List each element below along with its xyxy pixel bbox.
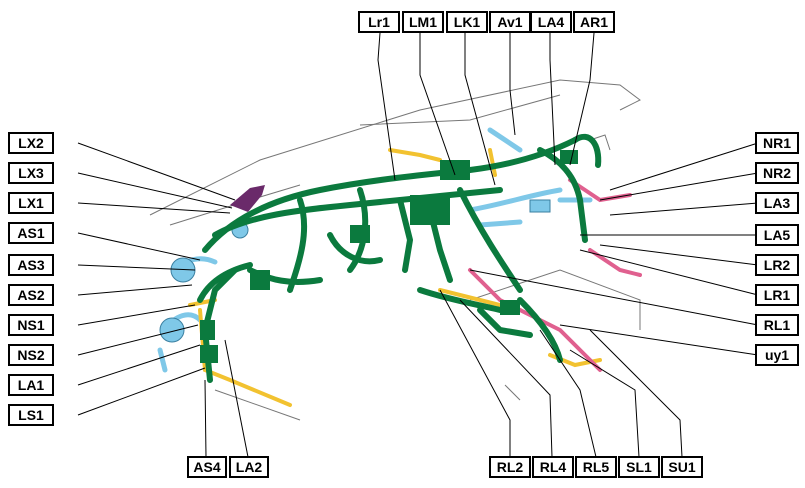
label-lx2[interactable]: LX2 (8, 132, 54, 154)
label-av1[interactable]: Av1 (489, 11, 531, 33)
label-lr1-top[interactable]: Lr1 (358, 11, 400, 33)
label-as3[interactable]: AS3 (8, 254, 54, 276)
label-rl1[interactable]: RL1 (755, 314, 799, 336)
label-la3[interactable]: LA3 (755, 192, 799, 214)
leader-lines (77, 32, 759, 458)
green-harness (197, 133, 602, 383)
label-as4[interactable]: AS4 (187, 456, 227, 478)
label-as1[interactable]: AS1 (8, 222, 54, 244)
label-la2[interactable]: LA2 (229, 456, 269, 478)
label-nr2[interactable]: NR2 (755, 162, 799, 184)
purple-connector (230, 185, 265, 212)
label-nr1[interactable]: NR1 (755, 132, 799, 154)
label-sl1[interactable]: SL1 (618, 456, 660, 478)
label-ns1[interactable]: NS1 (8, 314, 54, 336)
label-su1[interactable]: SU1 (661, 456, 703, 478)
label-lr2[interactable]: LR2 (755, 254, 799, 276)
blue-connectors (159, 199, 551, 343)
label-rl5[interactable]: RL5 (575, 456, 617, 478)
label-ar1[interactable]: AR1 (573, 11, 615, 33)
label-lx1[interactable]: LX1 (8, 192, 54, 214)
label-ls1[interactable]: LS1 (8, 404, 54, 426)
green-connectors (200, 150, 578, 363)
label-la4[interactable]: LA4 (530, 11, 572, 33)
blue-harness (157, 127, 593, 373)
label-lk1[interactable]: LK1 (446, 11, 488, 33)
label-lm1[interactable]: LM1 (402, 11, 444, 33)
label-lr1-right[interactable]: LR1 (755, 284, 799, 306)
label-ns2[interactable]: NS2 (8, 344, 54, 366)
label-rl2[interactable]: RL2 (489, 456, 531, 478)
label-uy1[interactable]: uy1 (755, 344, 799, 366)
label-lx3[interactable]: LX3 (8, 162, 54, 184)
label-as2[interactable]: AS2 (8, 284, 54, 306)
label-la1[interactable]: LA1 (8, 374, 54, 396)
label-rl4[interactable]: RL4 (532, 456, 574, 478)
label-la5[interactable]: LA5 (755, 224, 799, 246)
